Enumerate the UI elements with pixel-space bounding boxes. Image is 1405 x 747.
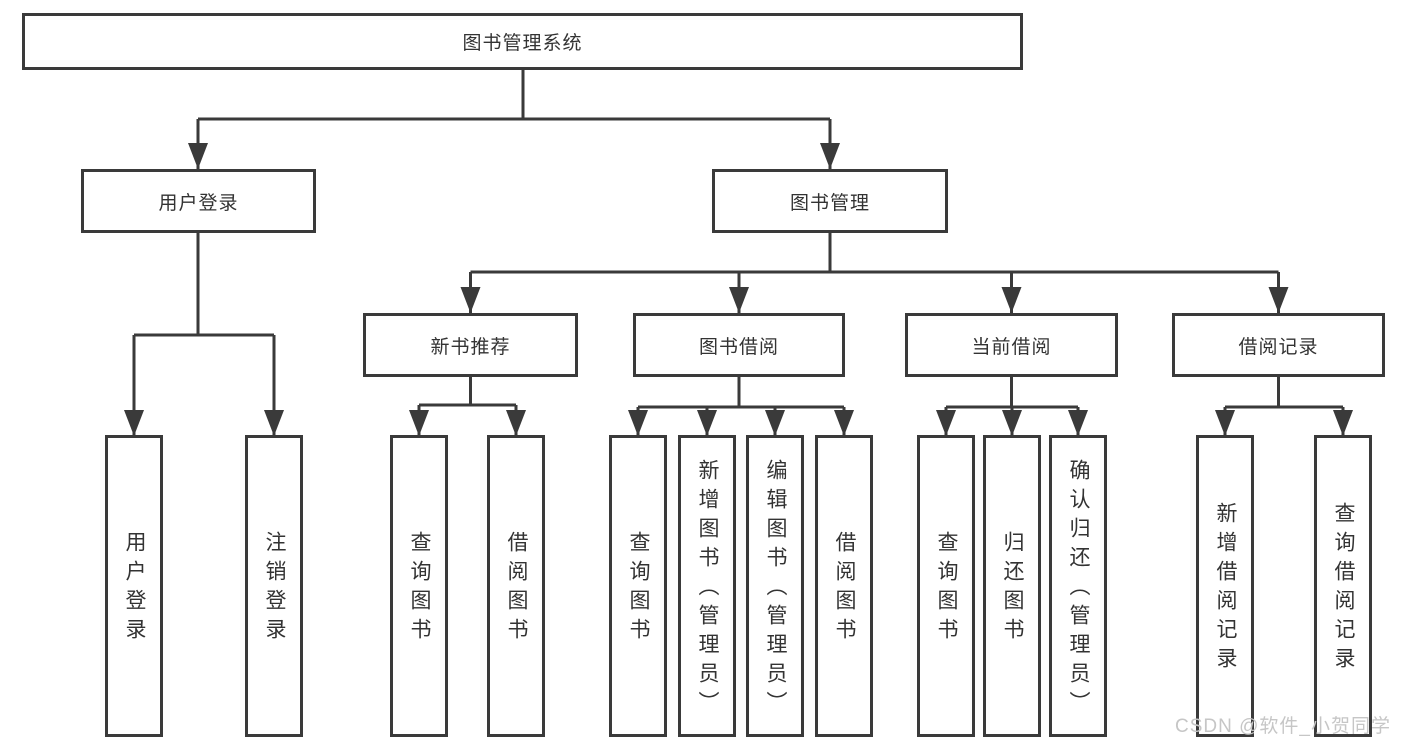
arrowhead-icon xyxy=(264,410,284,436)
arrowhead-icon xyxy=(124,410,144,436)
arrowhead-icon xyxy=(188,143,208,169)
node-new-book-recommend: 新书推荐 xyxy=(363,313,578,377)
leaf-return-books: 归还图书 xyxy=(983,435,1041,737)
node-book-management: 图书管理 xyxy=(712,169,948,233)
arrowhead-icon xyxy=(765,410,785,436)
arrowhead-icon xyxy=(409,410,429,436)
leaf-add-books-admin: 新增图书（管理员） xyxy=(678,435,736,737)
leaf-user-login: 用户登录 xyxy=(105,435,163,737)
leaf-query-books-borrowing: 查询图书 xyxy=(609,435,667,737)
leaf-borrow-books: 借阅图书 xyxy=(815,435,873,737)
leaf-query-books-current: 查询图书 xyxy=(917,435,975,737)
node-user-login: 用户登录 xyxy=(81,169,316,233)
arrowhead-icon xyxy=(628,410,648,436)
arrowhead-icon xyxy=(697,410,717,436)
csdn-watermark: CSDN @软件_小贺同学 xyxy=(1175,716,1391,737)
leaf-logout: 注销登录 xyxy=(245,435,303,737)
arrowhead-icon xyxy=(1268,287,1289,313)
node-current-borrowing: 当前借阅 xyxy=(905,313,1118,377)
arrowhead-icon xyxy=(820,143,840,169)
leaf-query-books-recommend: 查询图书 xyxy=(390,435,448,737)
leaf-add-borrow-record: 新增借阅记录 xyxy=(1196,435,1254,737)
leaf-confirm-return-admin: 确认归还（管理员） xyxy=(1049,435,1107,737)
connector-path xyxy=(132,70,1345,436)
arrowhead-icon xyxy=(1215,410,1235,436)
leaf-edit-books-admin: 编辑图书（管理员） xyxy=(746,435,804,737)
arrowhead-icon xyxy=(460,287,481,313)
node-book-borrowing: 图书借阅 xyxy=(633,313,845,377)
arrowhead-icon xyxy=(1068,410,1088,436)
arrowhead-icon xyxy=(1002,410,1022,436)
arrowhead-icon xyxy=(1001,287,1022,313)
arrowheads xyxy=(124,143,1353,436)
arrowhead-icon xyxy=(834,410,854,436)
arrowhead-icon xyxy=(506,410,526,436)
leaf-borrow-books-recommend: 借阅图书 xyxy=(487,435,545,737)
arrowhead-icon xyxy=(1333,410,1353,436)
arrowhead-icon xyxy=(936,410,956,436)
arrowhead-icon xyxy=(729,287,749,313)
node-borrowing-records: 借阅记录 xyxy=(1172,313,1385,377)
leaf-query-borrow-record: 查询借阅记录 xyxy=(1314,435,1372,737)
node-root-book-management-system: 图书管理系统 xyxy=(22,13,1023,70)
